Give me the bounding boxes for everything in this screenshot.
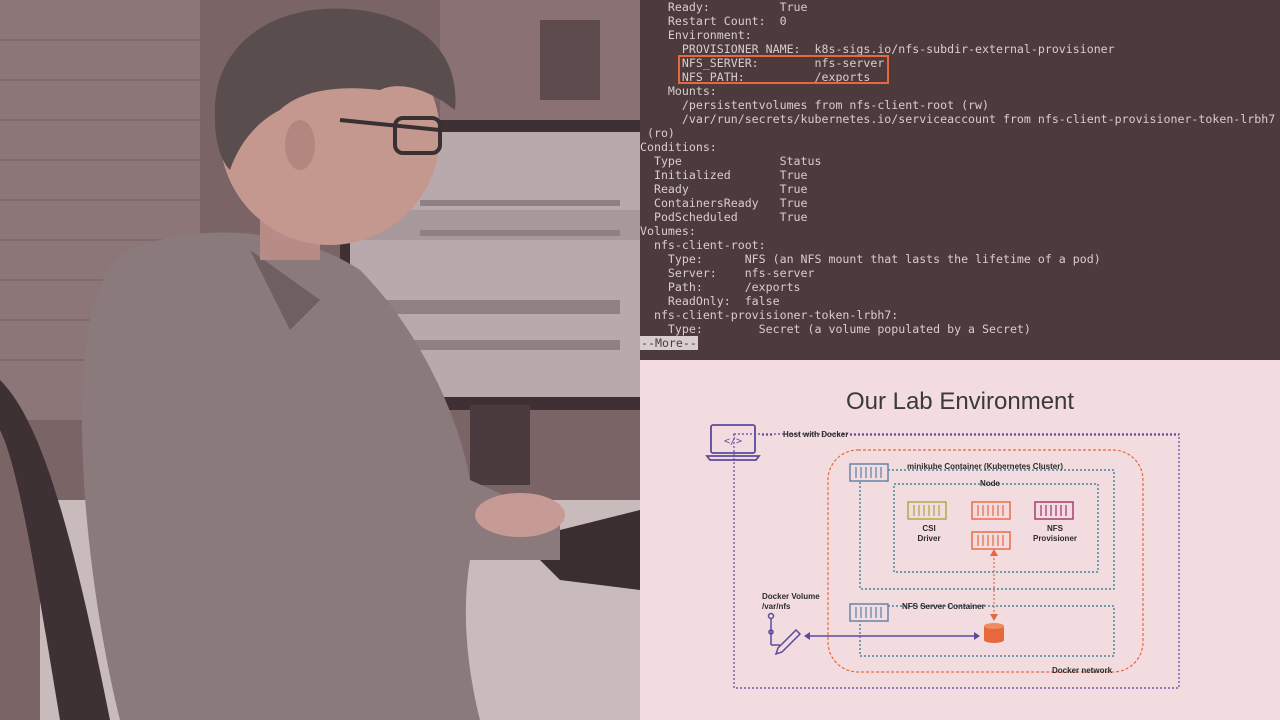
pager-more-prompt[interactable]: --More-- (640, 336, 698, 350)
docker-network-boundary (827, 449, 1144, 673)
terminal-line: Volumes: (640, 224, 696, 238)
label-csi-driver: CSI Driver (914, 524, 944, 544)
label-minikube-container: minikube Container (Kubernetes Cluster) (907, 462, 1064, 471)
slide-title: Our Lab Environment (845, 388, 1075, 415)
terminal-line: /persistentvolumes from nfs-client-root … (640, 98, 990, 112)
terminal-line: Environment: (640, 28, 752, 42)
label-nfs-server-container: NFS Server Container (902, 602, 985, 611)
label-docker-network: Docker network (1052, 666, 1113, 675)
terminal-line: PodScheduled True (640, 210, 808, 224)
highlight-box-nfs-env (678, 55, 889, 84)
terminal-window[interactable]: Ready: True Restart Count: 0 Environment… (640, 0, 1280, 360)
label-nfs-prov-line1: NFS (1047, 524, 1063, 533)
nfs-provisioner-container-icon (1034, 501, 1074, 520)
terminal-line: Ready: True (640, 0, 808, 14)
laptop-code-icon: </> (705, 424, 761, 461)
label-csi-line1: CSI (922, 524, 936, 533)
storage-database-icon (984, 623, 1004, 643)
terminal-line: nfs-client-root: (640, 238, 766, 252)
label-host-with-docker: Host with Docker (783, 430, 849, 439)
label-nfs-provisioner: NFS Provisioner (1030, 524, 1080, 544)
docker-host-boundary (733, 433, 1180, 689)
label-nfs-prov-line2: Provisioner (1032, 534, 1077, 543)
app-pod-container-icon-2 (971, 531, 1011, 550)
terminal-line: Path: /exports (640, 280, 801, 294)
terminal-line: /var/run/secrets/kubernetes.io/serviceac… (640, 112, 1276, 126)
minikube-container-icon (849, 463, 889, 482)
docker-volume-icon (767, 612, 802, 656)
presenter-photo (0, 0, 640, 720)
csi-driver-container-icon (907, 501, 947, 520)
architecture-diagram: </> (705, 424, 1180, 689)
label-csi-line2: Driver (917, 534, 941, 543)
terminal-line: Type Status (640, 154, 822, 168)
label-node: Node (980, 479, 1000, 488)
nfs-server-container-icon (849, 603, 889, 622)
terminal-line: Type: NFS (an NFS mount that lasts the l… (640, 252, 1101, 266)
terminal-line: Restart Count: 0 (640, 14, 787, 28)
terminal-line: PROVISIONER_NAME: k8s-sigs.io/nfs-subdir… (640, 42, 1115, 56)
terminal-line: nfs-client-provisioner-token-lrbh7: (640, 308, 899, 322)
app-pod-container-icon (971, 501, 1011, 520)
terminal-line: Initialized True (640, 168, 808, 182)
terminal-line: Ready True (640, 182, 808, 196)
terminal-line: ReadOnly: false (640, 294, 780, 308)
label-docker-volume-line2: /var/nfs (762, 602, 791, 611)
slide-lab-environment: Our Lab Environment </> (640, 360, 1280, 720)
terminal-line: (ro) (640, 126, 675, 140)
node-box (893, 483, 1099, 573)
presenter-photo-illustration (0, 0, 640, 720)
label-docker-volume-line1: Docker Volume (762, 592, 820, 601)
minikube-container-box (859, 469, 1115, 590)
terminal-line: Conditions: (640, 140, 717, 154)
terminal-line: Type: Secret (a volume populated by a Se… (640, 322, 1031, 336)
label-docker-volume: Docker Volume /var/nfs (762, 592, 820, 612)
svg-text:</>: </> (724, 436, 742, 447)
terminal-line: Server: nfs-server (640, 266, 815, 280)
terminal-line: NFS_SERVER: nfs-server (640, 56, 885, 70)
terminal-line: ContainersReady True (640, 196, 808, 210)
terminal-line: NFS_PATH: /exports (640, 70, 871, 84)
terminal-line: Mounts: (640, 84, 717, 98)
